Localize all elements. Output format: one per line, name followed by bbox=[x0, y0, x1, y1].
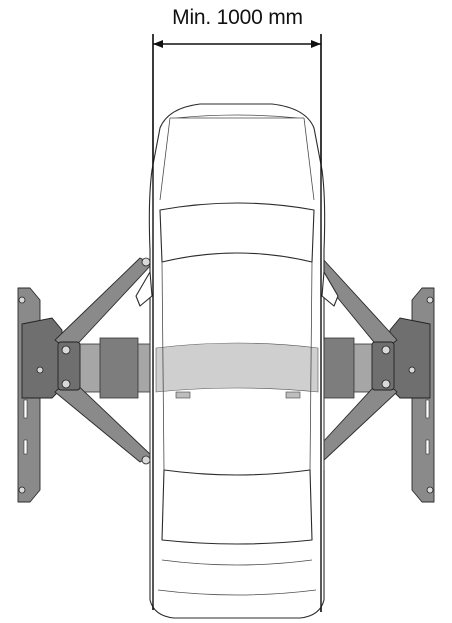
right-mirror bbox=[321, 271, 339, 307]
dimension-label: Min. 1000 mm bbox=[172, 6, 303, 29]
left-lift-assembly bbox=[17, 257, 153, 503]
left-front-pad bbox=[141, 257, 151, 267]
left-mirror bbox=[135, 271, 153, 307]
dimension-arrow-right bbox=[311, 40, 321, 48]
left-carriage bbox=[21, 317, 63, 399]
car-top-view bbox=[135, 103, 339, 619]
rear-window bbox=[161, 469, 313, 545]
left-pivot bbox=[57, 341, 81, 391]
left-rear-pad bbox=[141, 455, 151, 465]
right-pivot bbox=[371, 341, 395, 391]
right-carriage bbox=[389, 317, 431, 399]
right-lift-assembly bbox=[309, 257, 435, 503]
crossbar-under-car bbox=[155, 342, 319, 393]
dimension-arrow-left bbox=[153, 40, 163, 48]
